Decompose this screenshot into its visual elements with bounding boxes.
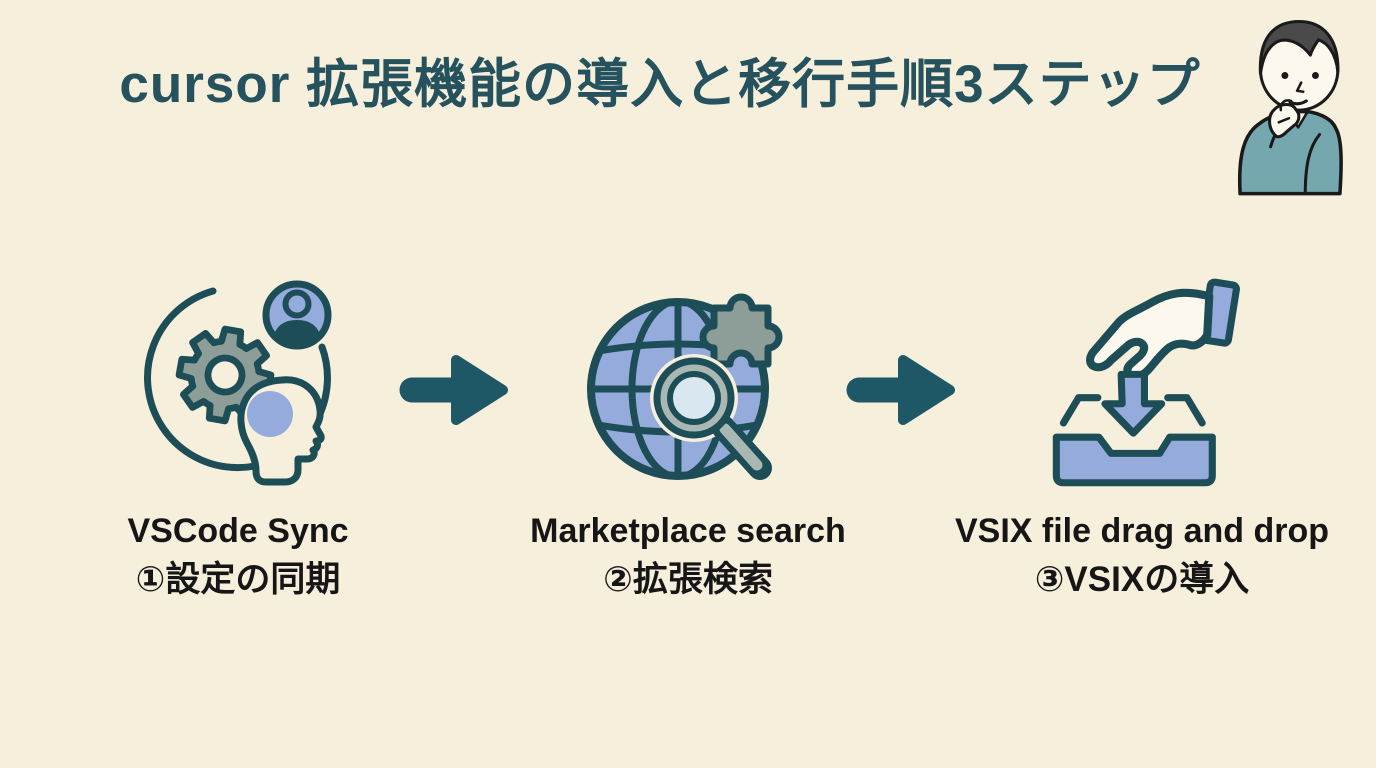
settings-sync-icon: [144, 280, 332, 486]
magnifier-icon: [653, 357, 772, 480]
thinking-person-icon: [1237, 20, 1343, 196]
step-2: [562, 268, 800, 504]
right-arrow-icon: [846, 355, 955, 425]
step-2-label-en: Marketplace search: [530, 512, 846, 550]
step-1-label-en: VSCode Sync: [127, 512, 349, 550]
step-1: [140, 270, 370, 502]
puzzle-icon: [699, 293, 783, 368]
page-title: cursor 拡張機能の導入と移行手順3ステップ: [119, 55, 1201, 114]
hand-icon: [1086, 288, 1214, 381]
step-1-label: VSCode Sync ①設定の同期: [127, 508, 348, 604]
flow-arrow-2: [845, 352, 965, 428]
inbox-tray: [1052, 433, 1216, 487]
download-arrow-icon: [1101, 370, 1166, 437]
step-1-label-ja: ①設定の同期: [135, 560, 341, 599]
step-2-label-ja: ②拡張検索: [603, 560, 773, 599]
step-3-label-en: VSIX file drag and drop: [954, 512, 1330, 550]
step-2-label: Marketplace search ②拡張検索: [530, 508, 846, 604]
step-3-label: VSIX file drag and drop ③VSIXの導入: [955, 508, 1329, 604]
flow-arrow-1: [398, 352, 518, 428]
vsix-drop-icon: [1052, 278, 1240, 487]
right-arrow-icon: [399, 355, 508, 425]
step-3-label-ja: ③VSIXの導入: [1034, 560, 1250, 599]
user-avatar-icon: [262, 280, 332, 350]
thinking-person-illustration: [1234, 12, 1346, 196]
marketplace-search-icon: [587, 293, 783, 480]
step-3: [1030, 268, 1268, 498]
